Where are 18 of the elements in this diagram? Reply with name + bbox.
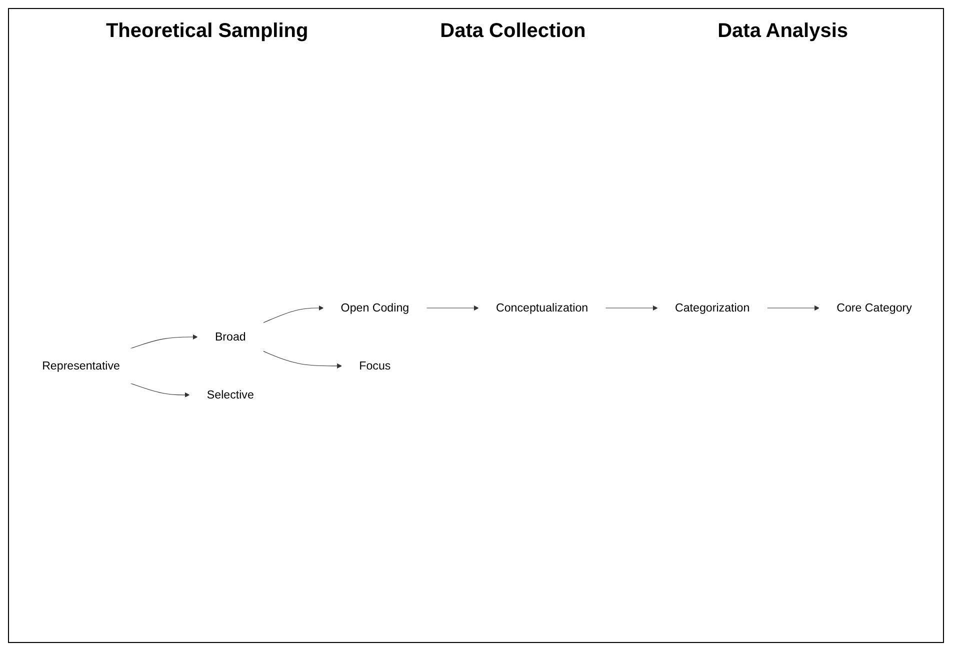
node-text: Open Coding <box>340 302 410 314</box>
node-text: Core Category <box>836 302 912 314</box>
node-text: Representative <box>42 360 120 372</box>
arrow <box>426 306 479 311</box>
arrow <box>262 350 342 369</box>
arrow <box>766 306 820 311</box>
arrow <box>130 383 190 398</box>
column-heading: Theoretical Sampling <box>106 20 308 43</box>
column-heading: Data Analysis <box>718 20 848 43</box>
node-text: Broad <box>214 330 246 344</box>
node-text: Conceptualization <box>496 302 588 314</box>
arrow <box>605 306 658 311</box>
node-text: Categorization <box>674 302 750 314</box>
node-text: Selective <box>206 388 254 402</box>
arrow <box>262 306 324 324</box>
arrow <box>130 334 198 349</box>
column-heading: Data Collection <box>440 20 586 43</box>
node-text: Focus <box>359 360 391 372</box>
